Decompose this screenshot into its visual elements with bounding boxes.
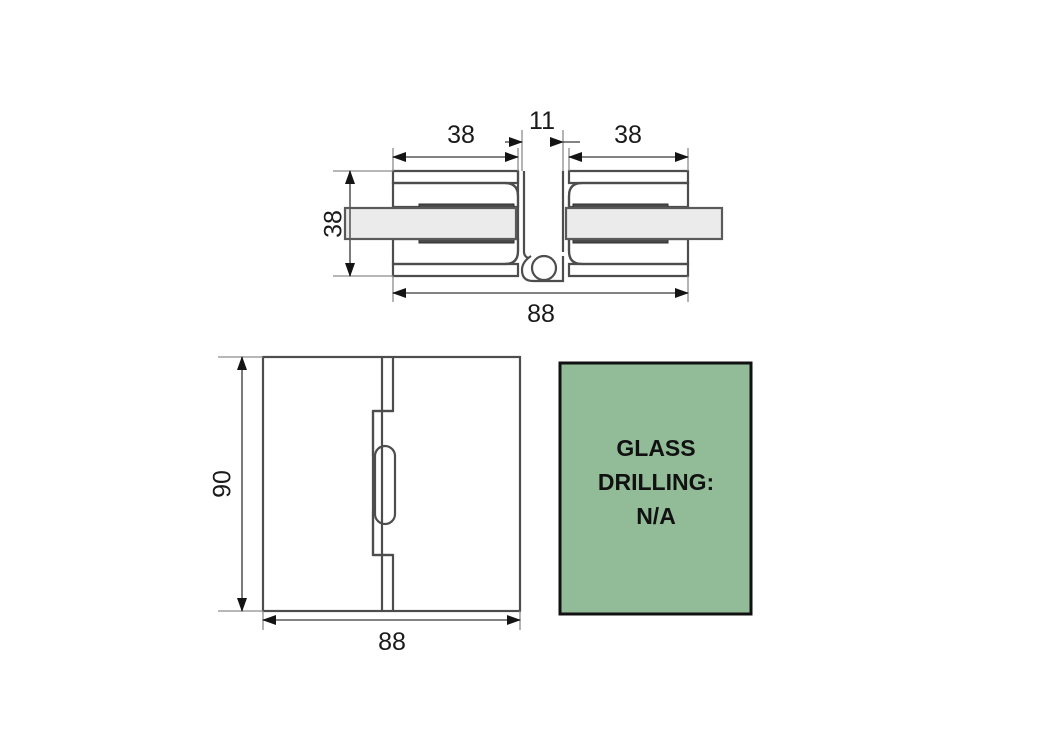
top-view-pivot-hole: [530, 254, 558, 282]
glass-drilling-line1: GLASS: [616, 435, 695, 461]
top-view-left-body-upper: [391, 169, 520, 185]
front-view-body-outline: [261, 355, 522, 613]
top-view-right-body-upper: [567, 169, 690, 185]
top-view-right-seg-label: 38: [614, 121, 642, 149]
top-view-width-label: 88: [527, 300, 555, 328]
top-view-height-label: 38: [320, 210, 348, 238]
front-view-group: 90 88: [209, 355, 522, 656]
glass-drilling-note-group: GLASS DRILLING: N/A: [558, 361, 753, 616]
top-view-left-body-upper-inner: [391, 181, 520, 209]
top-view-gap-label: 11: [529, 107, 555, 135]
glass-drilling-line2: DRILLING:: [598, 469, 714, 495]
front-view-pivot-slot: [373, 444, 397, 526]
top-view-left-jaw-profile: [504, 181, 520, 266]
top-view-center-knuckle: [522, 171, 529, 259]
top-view-left-seg-label: 38: [447, 121, 475, 149]
top-view-right-glass-panel: [564, 206, 724, 241]
top-view-left-glass-panel: [343, 206, 518, 241]
top-view-pivot-boss: [520, 255, 565, 283]
top-view-left-body-lower: [391, 262, 520, 278]
glass-drilling-note-box: [558, 361, 753, 616]
top-view-right-body-upper-inner: [567, 181, 690, 209]
front-view-height-label: 90: [209, 470, 237, 498]
top-view-right-body-lower: [567, 262, 690, 278]
glass-drilling-line3: N/A: [636, 503, 676, 529]
top-view-group: 38 38 11 38 88: [320, 107, 724, 328]
front-view-width-label: 88: [378, 628, 406, 656]
